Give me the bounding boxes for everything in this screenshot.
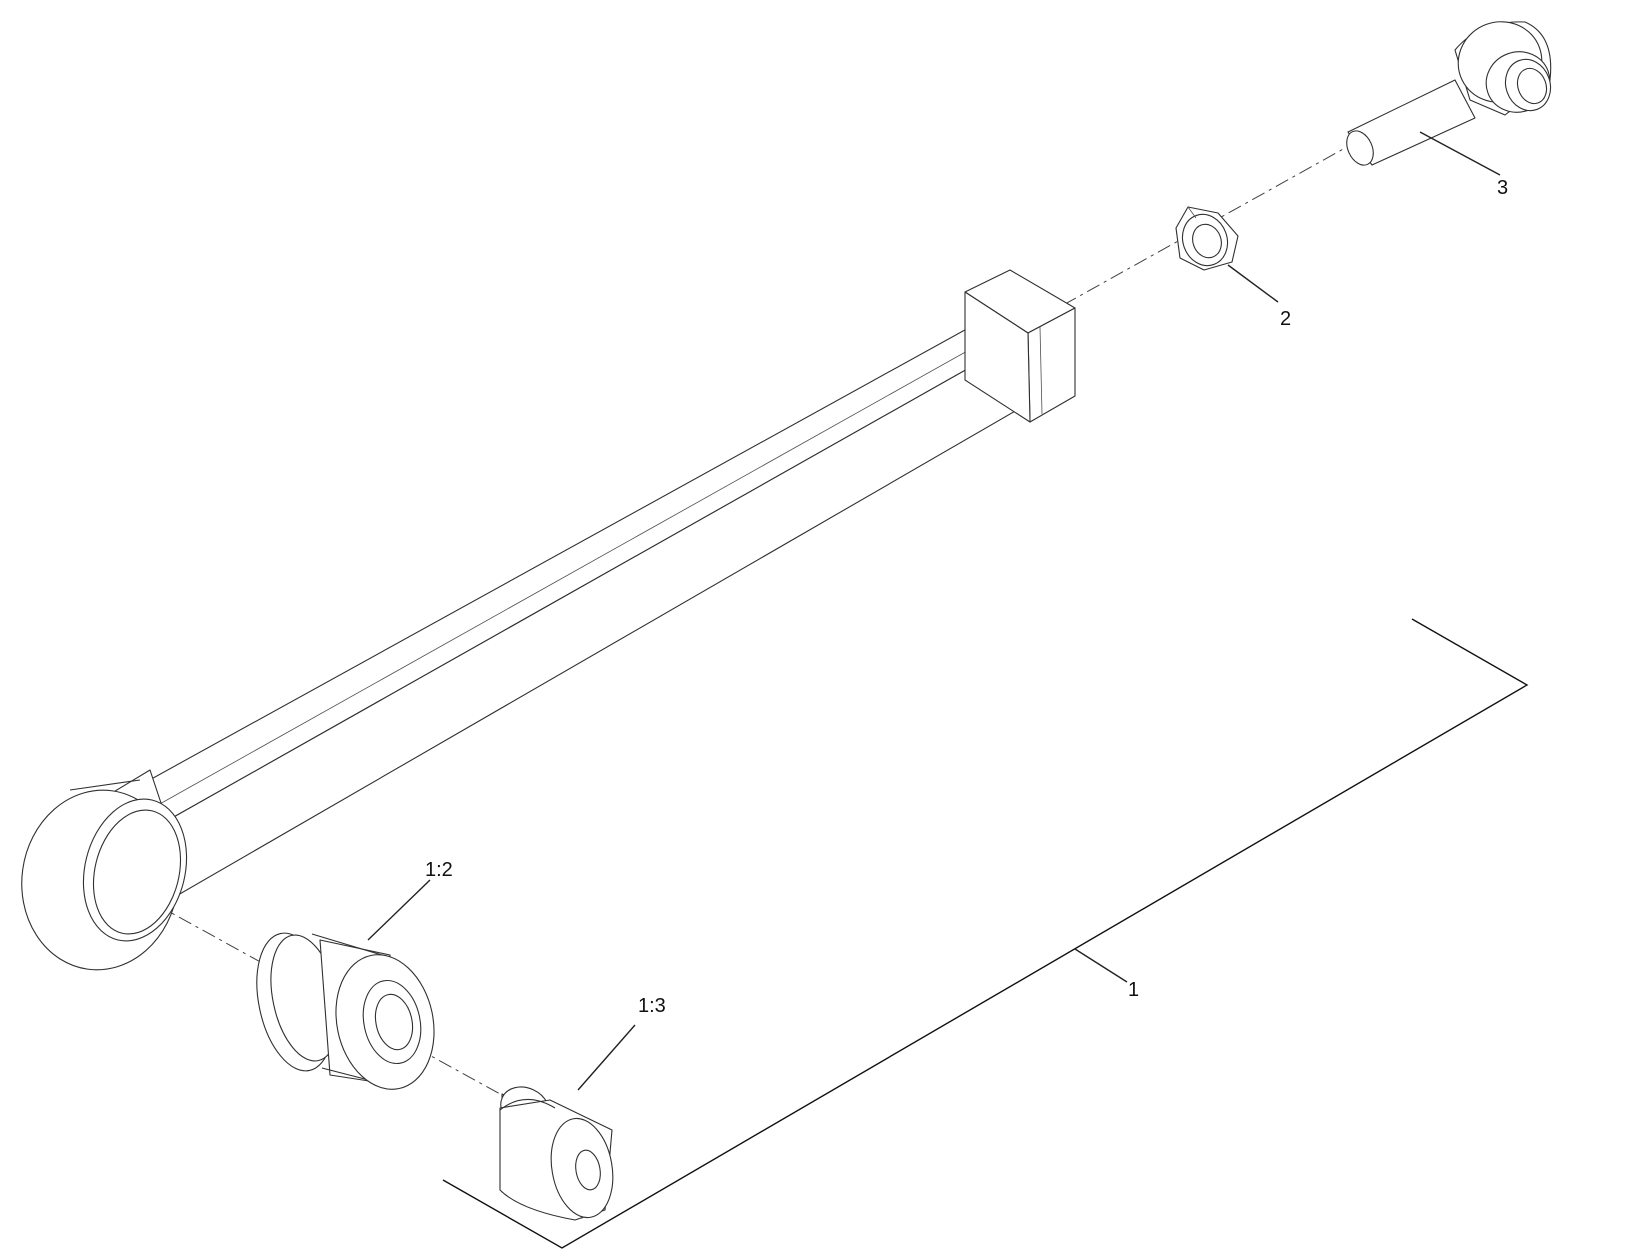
rod-end: [1346, 21, 1552, 166]
leader-item-3: [1419, 131, 1501, 176]
spacer-sleeve: [499, 1086, 614, 1221]
callout-item-2: 2: [1280, 308, 1291, 330]
tube-collar: [964, 269, 1076, 423]
tie-rod-eye: [21, 769, 188, 971]
callout-item-1-3: 1:3: [638, 995, 666, 1017]
tie-rod-tube: [125, 314, 1025, 896]
bushing: [256, 932, 435, 1090]
callout-item-3: 3: [1497, 177, 1508, 199]
hex-nut: [1175, 206, 1239, 271]
leader-item-2: [1227, 264, 1279, 303]
assembly-bracket: [442, 618, 1529, 1249]
callout-item-1: 1: [1128, 979, 1139, 1001]
leader-item-1-3: [577, 1024, 636, 1091]
leader-item-1: [1074, 948, 1128, 983]
callout-item-1-2: 1:2: [425, 859, 453, 881]
leader-item-1-2: [367, 879, 431, 941]
